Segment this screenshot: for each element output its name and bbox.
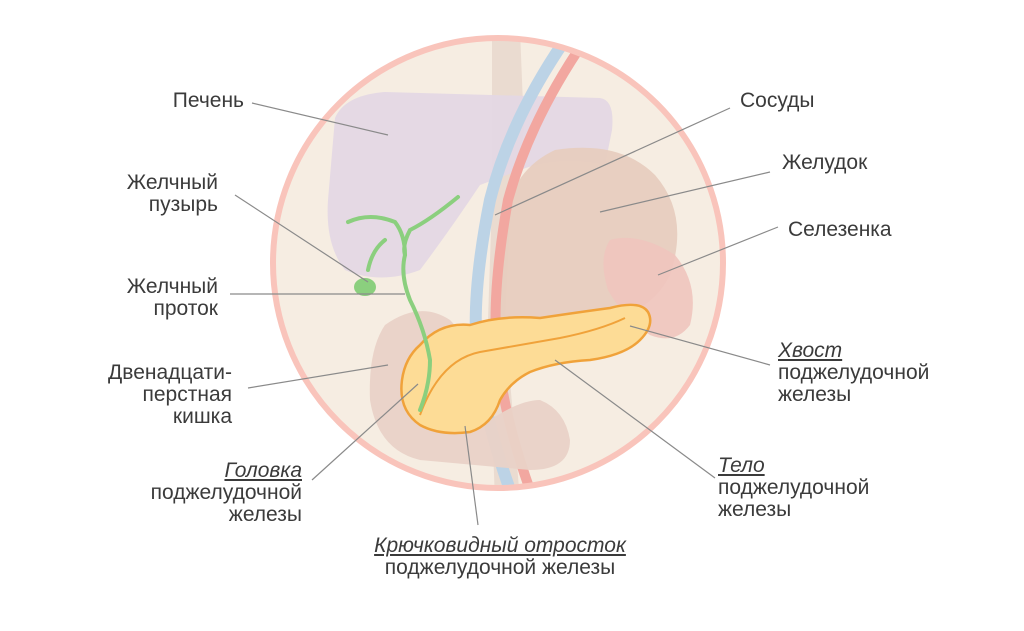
cystic-duct	[366, 238, 387, 272]
label-body-title: Тело	[718, 454, 765, 477]
label-duodenum: Двенадцати- перстная кишка	[108, 362, 232, 428]
leader-head	[311, 383, 419, 481]
leader-duodenum	[247, 364, 389, 389]
label-head-line1: поджелудочной	[150, 481, 302, 504]
pancreas-shape	[400, 303, 652, 435]
circle-border	[270, 35, 726, 491]
label-body-line1: поджелудочной	[718, 476, 870, 499]
leader-lines	[230, 102, 779, 526]
label-spleen: Селезенка	[788, 218, 892, 241]
bile-duct-branches	[346, 195, 460, 257]
label-head: Головка поджелудочной железы	[151, 460, 302, 526]
label-uncinate-title: Крючковидный отросток	[374, 534, 626, 557]
leader-liver	[251, 102, 389, 136]
label-tail-title: Хвост	[778, 339, 843, 362]
label-tail: Хвост поджелудочной железы	[778, 340, 929, 406]
label-duodenum-line3: кишка	[172, 405, 232, 428]
gallbladder-shape	[354, 278, 376, 296]
label-tail-line2: железы	[778, 383, 852, 406]
label-vessels: Сосуды	[740, 89, 815, 112]
leader-vessels	[494, 107, 731, 216]
label-gallbladder: Желчный пузырь	[127, 172, 218, 216]
label-body: Тело поджелудочной железы	[718, 455, 869, 521]
label-uncinate-line1: поджелудочной железы	[384, 556, 616, 579]
label-uncinate: Крючковидный отросток поджелудочной желе…	[350, 535, 650, 579]
label-liver: Печень	[172, 89, 244, 112]
label-duodenum-line1: Двенадцати-	[108, 361, 232, 384]
label-duodenum-line2: перстная	[142, 383, 233, 406]
leader-stomach	[599, 171, 771, 213]
leader-tail	[629, 325, 771, 366]
common-bile-duct	[401, 253, 433, 412]
label-tail-line1: поджелудочной	[778, 361, 930, 384]
leader-uncinate	[464, 425, 479, 526]
pancreatic-duct	[419, 317, 626, 416]
label-bile-duct-line2: проток	[153, 297, 218, 320]
leader-spleen	[657, 226, 779, 276]
label-bile-duct: Желчный проток	[127, 276, 218, 320]
leader-body	[554, 359, 716, 479]
leader-gallbladder	[234, 194, 369, 283]
label-gallbladder-line1: Желчный	[126, 171, 218, 194]
label-body-line2: железы	[718, 498, 792, 521]
label-head-line2: железы	[228, 503, 302, 526]
label-stomach: Желудок	[782, 151, 868, 174]
label-gallbladder-line2: пузырь	[148, 193, 218, 216]
label-head-title: Головка	[224, 459, 302, 482]
label-bile-duct-line1: Желчный	[126, 275, 218, 298]
